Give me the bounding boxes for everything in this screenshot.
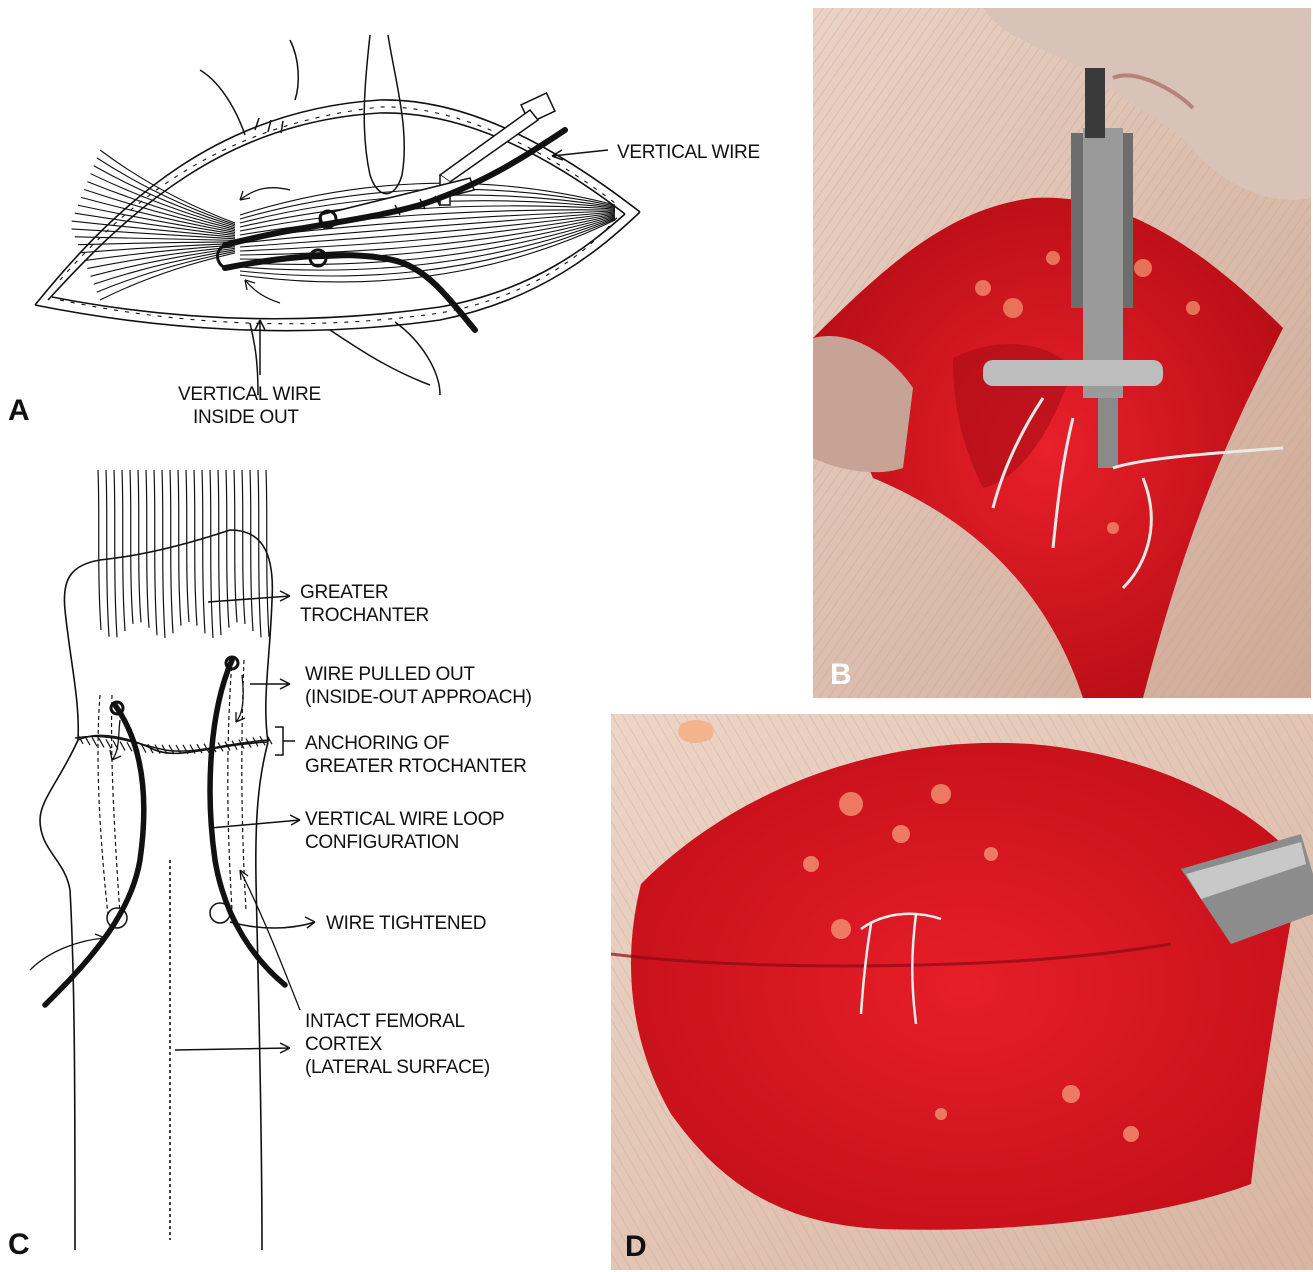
panel-b-photo <box>813 8 1311 698</box>
label-wire-tightened: WIRE TIGHTENED <box>326 913 486 934</box>
wire-tunnels <box>98 660 246 915</box>
label-anchoring-2: GREATER RTOCHANTER <box>305 756 527 777</box>
panel-letter-a: A <box>8 396 30 426</box>
label-cortex-2: CORTEX <box>305 1034 383 1055</box>
c-leader-lines <box>175 591 315 1053</box>
label-inside-out-1: VERTICAL WIRE <box>178 384 321 405</box>
panel-c-diagram: GREATER TROCHANTER WIRE PULLED OUT (INSI… <box>0 460 600 1272</box>
panel-letter-b: B <box>830 660 852 690</box>
panel-a-diagram: VERTICAL WIRE VERTICAL WIRE INSIDE OUT <box>0 0 800 440</box>
label-wire-pulled-1: WIRE PULLED OUT <box>305 664 475 685</box>
label-vertical-wire: VERTICAL WIRE <box>617 142 760 163</box>
label-loop-1: VERTICAL WIRE LOOP <box>305 809 504 830</box>
tendon-fibers <box>98 470 269 638</box>
label-loop-2: CONFIGURATION <box>305 832 459 853</box>
label-greater-trochanter-2: TROCHANTER <box>300 605 429 626</box>
c-vertical-wires <box>45 660 285 1005</box>
label-cortex-3: (LATERAL SURFACE) <box>305 1057 490 1078</box>
label-anchoring-1: ANCHORING OF <box>305 733 449 754</box>
label-wire-pulled-2: (INSIDE-OUT APPROACH) <box>305 687 532 708</box>
label-inside-out-2: INSIDE OUT <box>193 407 299 428</box>
panel-letter-c: C <box>8 1230 30 1260</box>
panel-letter-d: D <box>625 1232 647 1262</box>
label-greater-trochanter-1: GREATER <box>300 582 388 603</box>
femur-shaft <box>40 740 268 1250</box>
panel-d-photo <box>611 714 1313 1270</box>
label-cortex-1: INTACT FEMORAL <box>305 1011 465 1032</box>
